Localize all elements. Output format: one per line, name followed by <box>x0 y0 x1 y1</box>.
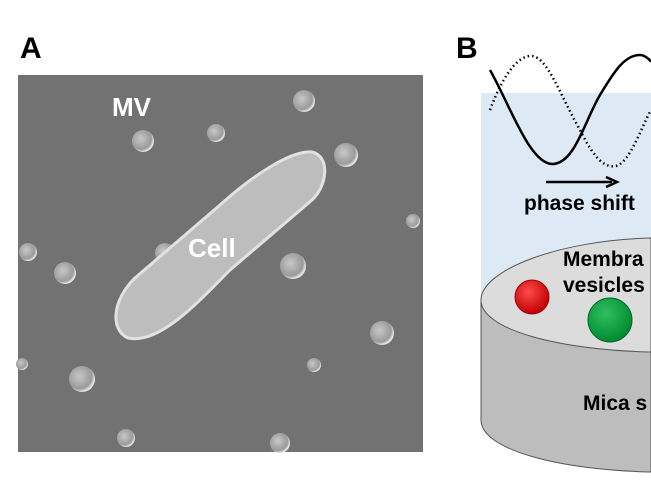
phase-shift-arrow <box>546 175 621 189</box>
panel-b-label: B <box>456 32 478 65</box>
red-vesicle <box>514 279 550 315</box>
mica-substrate <box>480 237 651 473</box>
panel-a-label: A <box>20 32 42 65</box>
substrate-label: Mica s <box>583 392 647 415</box>
shifted-wave <box>488 53 651 166</box>
vesicles-label-line2: vesicles <box>563 274 645 297</box>
sem-image: MV Cell <box>16 75 423 453</box>
mv-label: MV <box>112 92 152 122</box>
bacterial-cell <box>114 150 327 341</box>
green-vesicle <box>587 297 633 343</box>
cell-label: Cell <box>188 233 236 263</box>
reference-wave <box>488 54 651 168</box>
phase-shift-label: phase shift <box>524 192 635 215</box>
vesicles-label-line1: Membra <box>563 248 644 271</box>
